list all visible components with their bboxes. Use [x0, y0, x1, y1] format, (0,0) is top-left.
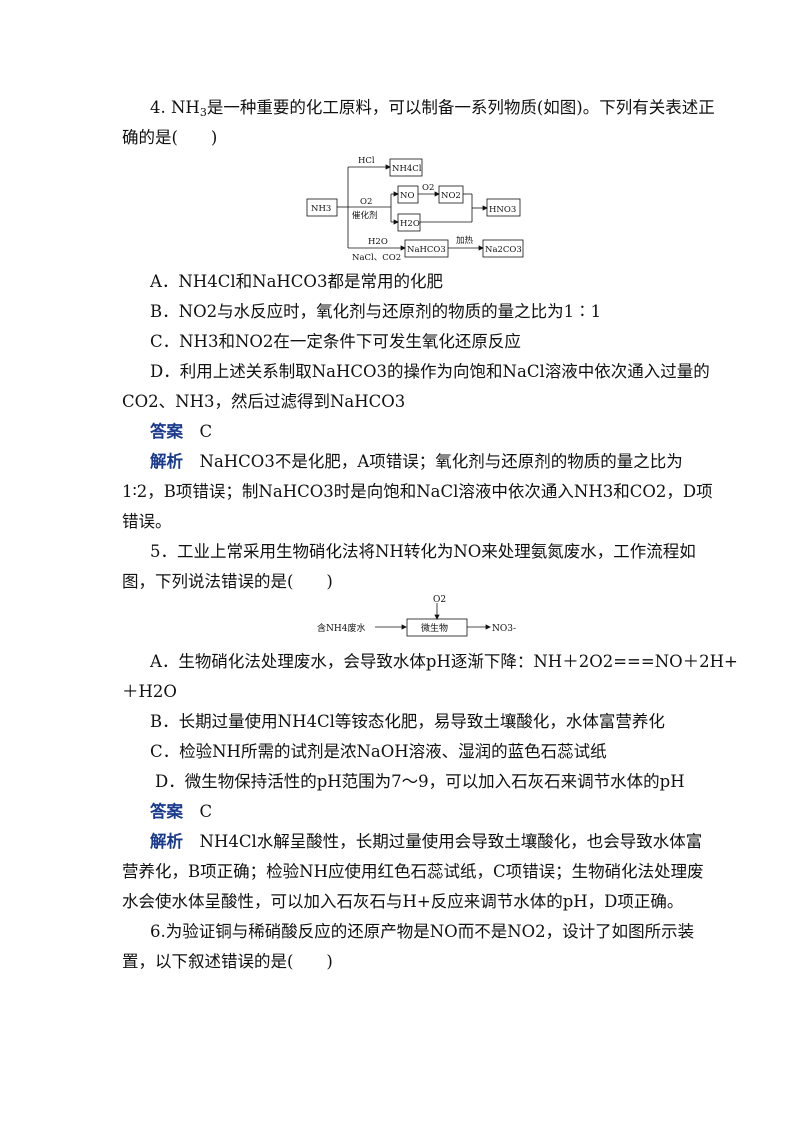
q4-option-d-line1: D．利用上述关系制取NaHCO3的操作为向饱和NaCl溶液中依次通入过量的 [150, 362, 710, 381]
q6-stem-line1: 6.为验证铜与稀硝酸反应的还原产物是NO而不是NO2，设计了如图所示装 [150, 922, 695, 941]
nitrification-flow-diagram: O2 含NH4废水 微生物 NO3- [317, 595, 516, 637]
na2co3-label: Na2CO3 [485, 245, 522, 255]
nitrate-output-label: NO3- [492, 624, 516, 634]
q5-stem-line1: 5．工业上常采用生物硝化法将NH转化为NO来处理氨氮废水，工作流程如 [150, 542, 696, 561]
q5-analysis-line1: 解析 NH4Cl水解呈酸性，长期过量使用会导致土壤酸化，也会导致水体富 [150, 832, 703, 851]
nacl-co2-label: NaCl、CO2 [352, 253, 401, 263]
no-label: NO [400, 191, 414, 201]
nh3-label: NH3 [311, 204, 331, 214]
no2-label: NO2 [441, 191, 461, 201]
q5-option-b: B．长期过量使用NH4Cl等铵态化肥，易导致土壤酸化，水体富营养化 [150, 712, 665, 731]
q6-stem-line2: 置，以下叙述错误的是( ) [122, 952, 333, 971]
q4-stem-line2: 确的是( ) [122, 128, 218, 147]
q4-option-a: A．NH4Cl和NaHCO3都是常用的化肥 [150, 272, 443, 291]
answer-value: C [199, 422, 213, 441]
o2-label: O2 [422, 183, 434, 193]
q4-analysis-line3: 错误。 [122, 512, 172, 531]
nahco3-label: NaHCO3 [407, 245, 446, 255]
q5-option-a-line2: ＋H2O [122, 682, 177, 701]
answer-value: C [199, 802, 213, 821]
q5-answer: 答案 C [150, 802, 212, 822]
answer-label: 答案 [150, 802, 183, 821]
h2o-reagent-label: H2O [368, 237, 388, 247]
q5-option-c: C．检验NH所需的试剂是浓NaOH溶液、湿润的蓝色石蕊试纸 [150, 742, 607, 761]
q4-analysis-line1: 解析 NaHCO3不是化肥，A项错误；氧化剂与还原剂的物质的量之比为 [150, 452, 683, 471]
hcl-label: HCl [358, 156, 375, 166]
analysis-label: 解析 [150, 452, 183, 471]
q4-option-b: B．NO2与水反应时，氧化剂与还原剂的物质的量之比为1∶1 [150, 302, 602, 321]
q4-analysis-line2: 1∶2，B项错误；制NaHCO3时是向饱和NaCl溶液中依次通入NH3和CO2，… [122, 482, 713, 501]
q4-option-c: C．NH3和NO2在一定条件下可发生氧化还原反应 [150, 332, 521, 351]
q5-option-a-line1: A．生物硝化法处理废水，会导致水体pH逐渐下降：NH＋2O2===NO＋2H+ [150, 652, 738, 671]
wastewater-label: 含NH4废水 [317, 622, 365, 634]
heat-label: 加热 [456, 235, 474, 246]
catalyst-label: 催化剂 [352, 210, 378, 221]
q5-option-d: D．微生物保持活性的pH范围为7～9，可以加入石灰石来调节水体的pH [155, 772, 685, 791]
q4-stem-line1: 4. NH3是一种重要的化工原料，可以制备一系列物质(如图)。下列有关表述正 [150, 98, 715, 119]
q5-analysis-line3: 水会使水体呈酸性，可以加入石灰石与H+反应来调节水体的pH，D项正确。 [122, 892, 684, 911]
q5-stem-line2: 图，下列说法错误的是( ) [122, 572, 333, 591]
analysis-label: 解析 [150, 832, 183, 851]
hno3-label: HNO3 [489, 205, 516, 215]
q5-analysis-line2: 营养化，B项正确；检验NH应使用红色石蕊试纸，C项错误；生物硝化法处理废 [122, 862, 704, 881]
o2-input-label: O2 [433, 595, 446, 605]
answer-label: 答案 [150, 422, 183, 441]
nh4cl-label: NH4Cl [392, 164, 422, 174]
h2o-box-label: H2O [400, 219, 420, 229]
o2-catalyst-top-label: O2 [360, 197, 372, 207]
microbe-label: 微生物 [421, 622, 448, 634]
q4-option-d-line2: CO2、NH3，然后过滤得到NaHCO3 [122, 392, 406, 411]
q4-answer: 答案 C [150, 422, 212, 442]
nh3-reaction-diagram: NH3 HCl NH4Cl O2 催化剂 NO O2 NO2 H2O HNO3 … [306, 156, 524, 263]
